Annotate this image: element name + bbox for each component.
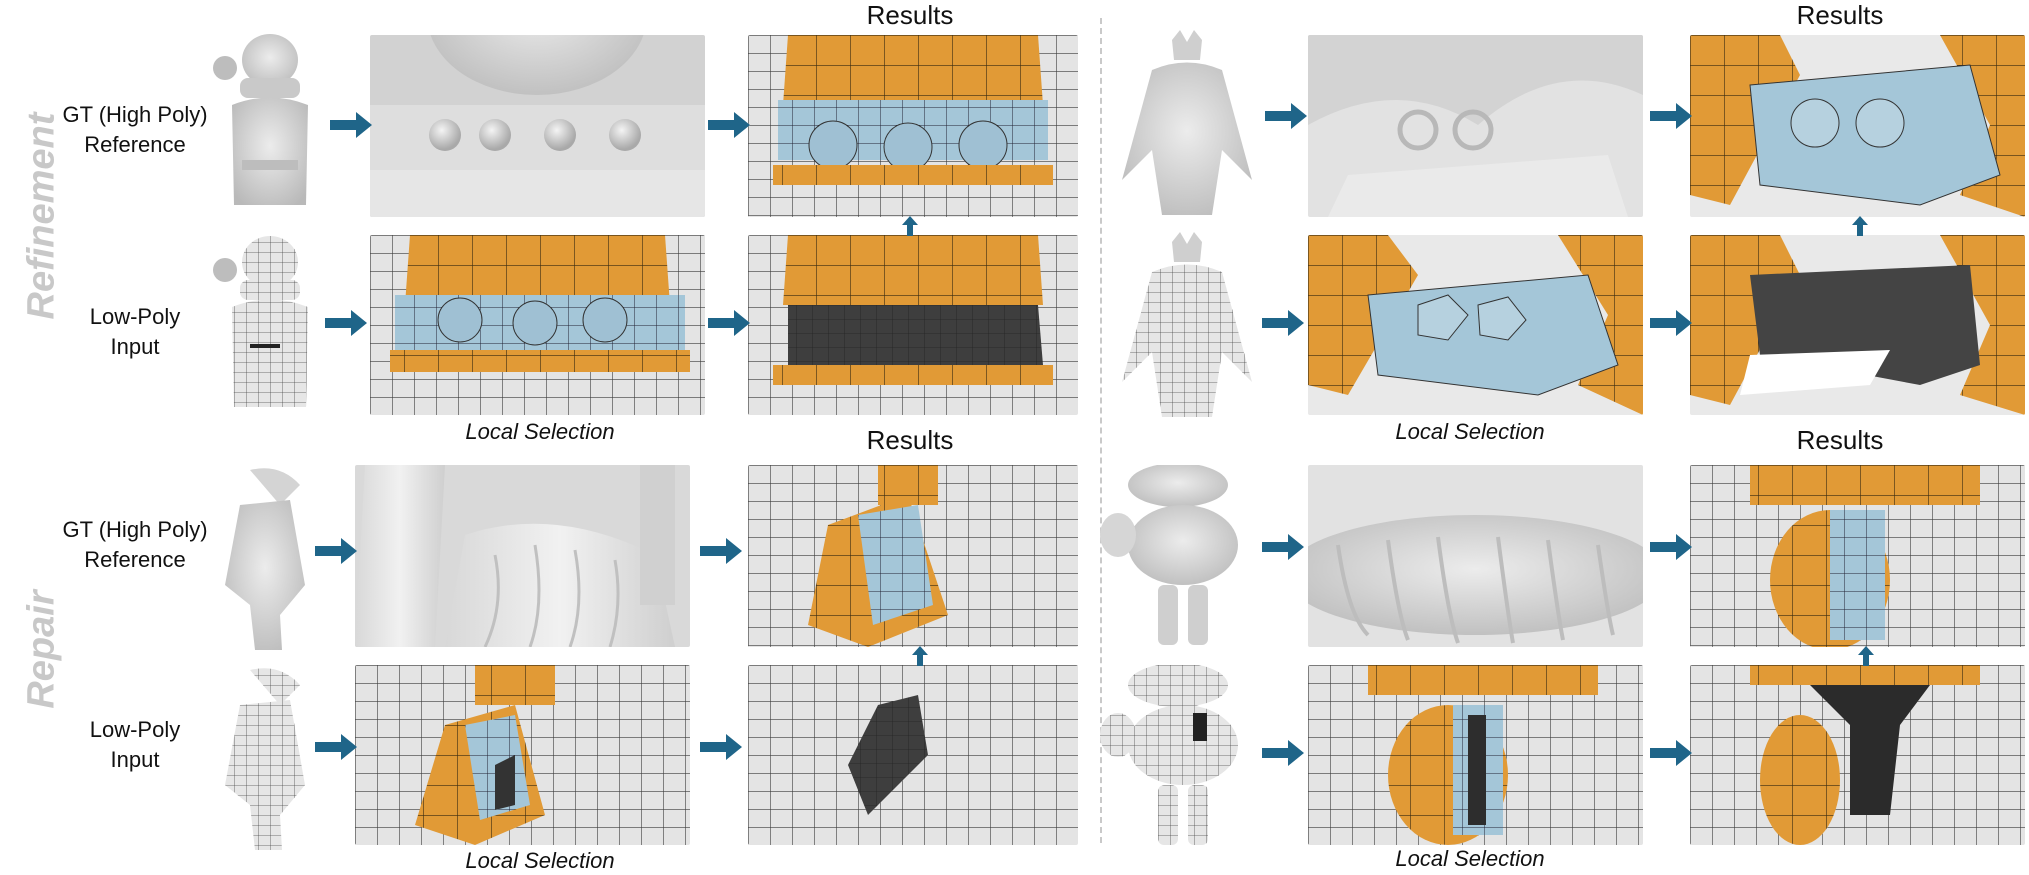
- right-arrow-icon: [1650, 534, 1692, 560]
- right-arrow-icon: [1265, 103, 1307, 129]
- right-arrow-icon: [315, 734, 357, 760]
- row-label-line: Input: [110, 334, 160, 359]
- figure-thumbnail-lowpoly: [213, 236, 308, 407]
- right-arrow-icon: [708, 310, 750, 336]
- right-arrow-icon: [700, 734, 742, 760]
- row-label-gt-repair-left: GT (High Poly) Reference: [55, 515, 215, 575]
- figure-thumbnail-lowpoly: [1100, 665, 1238, 845]
- result-image: [748, 35, 1078, 217]
- right-arrow-icon: [325, 310, 367, 336]
- right-arrow-icon: [1262, 310, 1304, 336]
- result-image: [1690, 465, 2025, 647]
- masked-input-image: [1690, 665, 2025, 845]
- row-label-line: GT (High Poly): [62, 517, 208, 542]
- row-label-gt-refinement-left: GT (High Poly) Reference: [55, 100, 215, 160]
- results-title: Results: [866, 0, 954, 30]
- up-arrow-icon: [912, 646, 928, 666]
- right-arrow-icon: [1262, 740, 1304, 766]
- up-arrow-icon: [902, 216, 918, 236]
- up-arrow-icon: [1858, 646, 1874, 666]
- local-selection-image: [1308, 665, 1643, 845]
- right-arrow-icon: [315, 538, 357, 564]
- local-selection-caption: Local Selection: [465, 419, 615, 444]
- gt-closeup-image: [1308, 465, 1643, 647]
- row-label-low-refinement-left: Low-Poly Input: [55, 302, 215, 362]
- local-selection-image: [1308, 235, 1643, 415]
- row-label-line: Reference: [84, 547, 186, 572]
- row-label-low-repair-left: Low-Poly Input: [55, 715, 215, 775]
- results-title: Results: [866, 425, 954, 455]
- row-label-line: Input: [110, 747, 160, 772]
- gt-closeup-image: [370, 35, 705, 217]
- result-image: [1690, 35, 2025, 217]
- local-selection-caption: Local Selection: [465, 848, 615, 873]
- local-selection-caption: Local Selection: [1395, 846, 1545, 871]
- masked-input-image: [748, 665, 1078, 845]
- figure-thumbnail-gt: [1122, 30, 1252, 215]
- right-arrow-icon: [708, 112, 750, 138]
- figure-thumbnail-gt: [213, 34, 308, 205]
- gt-closeup-image: [355, 465, 690, 647]
- right-arrow-icon: [1650, 740, 1692, 766]
- right-arrow-icon: [330, 112, 372, 138]
- figure-thumbnail-lowpoly: [1122, 232, 1252, 417]
- row-label-line: Low-Poly: [89, 304, 181, 329]
- figure-thumbnail-lowpoly: [225, 668, 305, 850]
- local-selection-image: [370, 235, 705, 415]
- results-title: Results: [1796, 0, 1884, 30]
- up-arrow-icon: [1852, 216, 1868, 236]
- local-selection-caption: Local Selection: [1395, 419, 1545, 444]
- right-arrow-icon: [1650, 310, 1692, 336]
- figure-thumbnail-gt: [1100, 465, 1238, 645]
- right-arrow-icon: [700, 538, 742, 564]
- masked-input-image: [748, 235, 1078, 415]
- masked-input-image: [1690, 235, 2025, 415]
- right-arrow-icon: [1650, 103, 1692, 129]
- row-label-line: Reference: [84, 132, 186, 157]
- result-image: [748, 465, 1078, 647]
- row-label-line: GT (High Poly): [62, 102, 208, 127]
- figure-thumbnail-gt: [225, 468, 305, 650]
- right-arrow-icon: [1262, 534, 1304, 560]
- row-label-line: Low-Poly: [89, 717, 181, 742]
- panel-divider: [1100, 18, 1102, 843]
- results-title: Results: [1796, 425, 1884, 455]
- local-selection-image: [355, 665, 690, 845]
- gt-closeup-image: [1308, 35, 1643, 217]
